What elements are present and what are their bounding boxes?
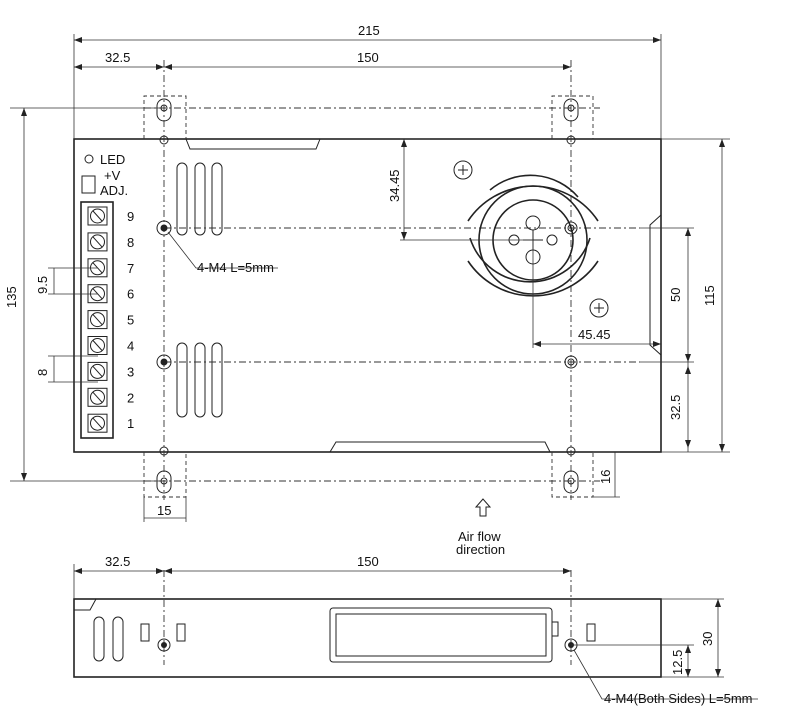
terminal-label: 2 (127, 390, 134, 405)
svg-text:8: 8 (35, 369, 50, 376)
svg-text:135: 135 (4, 286, 19, 308)
svg-text:12.5: 12.5 (670, 650, 685, 675)
terminal-block (80, 201, 114, 439)
terminal-screw-icon (87, 413, 108, 433)
svg-text:150: 150 (357, 554, 379, 569)
dim-tab-depth: 16 (593, 451, 620, 498)
label-v: +V (104, 168, 121, 183)
side-dim-hole-offsets: 32.5 150 (73, 554, 571, 599)
svg-text:32.5: 32.5 (105, 554, 130, 569)
svg-text:9.5: 9.5 (35, 276, 50, 294)
vent-slots (176, 162, 223, 418)
svg-text:32.5: 32.5 (105, 50, 130, 65)
terminal-label: 6 (127, 287, 134, 302)
dim-overall-width: 215 (73, 23, 662, 139)
screw-label-side: 4-M4(Both Sides) L=5mm (604, 691, 752, 706)
dim-hole-vertical: 50 (640, 227, 694, 363)
top-view: LED +V ADJ. 9 8 7 6 5 4 3 2 1 4-M4 L=5mm (4, 23, 730, 522)
svg-text:150: 150 (357, 50, 379, 65)
svg-text:34.45: 34.45 (387, 169, 402, 202)
dim-overall-height: 1 3 5 (4, 107, 160, 482)
dim-body-height: 115 (661, 138, 730, 453)
terminal-screw-icon (87, 361, 108, 381)
terminal-label: 9 (127, 209, 134, 224)
terminal-screw-icon (87, 206, 108, 226)
terminal-labels: 9 8 7 6 5 4 3 2 1 (127, 209, 134, 431)
screw-holes (156, 104, 578, 485)
dim-pitch-2: 8 (35, 355, 98, 383)
terminal-screw-icon (87, 310, 108, 330)
svg-text:16: 16 (598, 470, 613, 484)
svg-text:215: 215 (358, 23, 380, 38)
airflow-indicator: Air flow direction (456, 498, 505, 557)
dim-hole-offsets: 32.5 150 (74, 50, 571, 70)
svg-text:45.45: 45.45 (578, 327, 611, 342)
dim-fan-top: 34.45 (387, 138, 533, 241)
terminal-screw-icon (87, 336, 108, 355)
svg-text:50: 50 (668, 288, 683, 302)
fan-grille-icon (453, 160, 609, 318)
terminal-label: 1 (127, 416, 134, 431)
dim-bottom-offset: 32.5 (668, 362, 691, 452)
terminal-label: 3 (127, 364, 134, 379)
arrow-up-icon (474, 498, 492, 517)
svg-text:115: 115 (702, 285, 717, 306)
terminal-screw-icon (87, 387, 108, 407)
led-icon (84, 154, 94, 164)
dim-fan-right: 45.45 (532, 240, 661, 348)
airflow-line1: Air flow (458, 529, 501, 544)
side-view-body (73, 598, 662, 678)
svg-text:30: 30 (700, 632, 715, 646)
svg-text:32.5: 32.5 (668, 395, 683, 420)
terminal-label: 5 (127, 313, 134, 328)
label-adj: ADJ. (100, 183, 128, 198)
terminal-screw-icon (87, 232, 108, 252)
top-view-body (73, 138, 662, 453)
label-led: LED (100, 152, 125, 167)
side-dim-height: 30 (661, 598, 724, 678)
side-dim-hole-height: 12.5 (571, 644, 694, 677)
terminal-label: 8 (127, 235, 134, 250)
mounting-tabs (143, 95, 594, 498)
svg-text:15: 15 (157, 503, 171, 518)
terminal-label: 4 (127, 339, 134, 354)
adj-potentiometer (81, 175, 96, 194)
dim-pitch-1: 9.5 (35, 267, 98, 295)
terminal-label: 7 (127, 261, 134, 276)
dim-tab-width: 15 (143, 497, 187, 522)
airflow-line2: direction (456, 542, 505, 557)
screw-label-top: 4-M4 L=5mm (197, 260, 274, 275)
side-view: 32.5 150 30 12.5 4-M4(Both Sides) L=5mm (73, 554, 758, 706)
